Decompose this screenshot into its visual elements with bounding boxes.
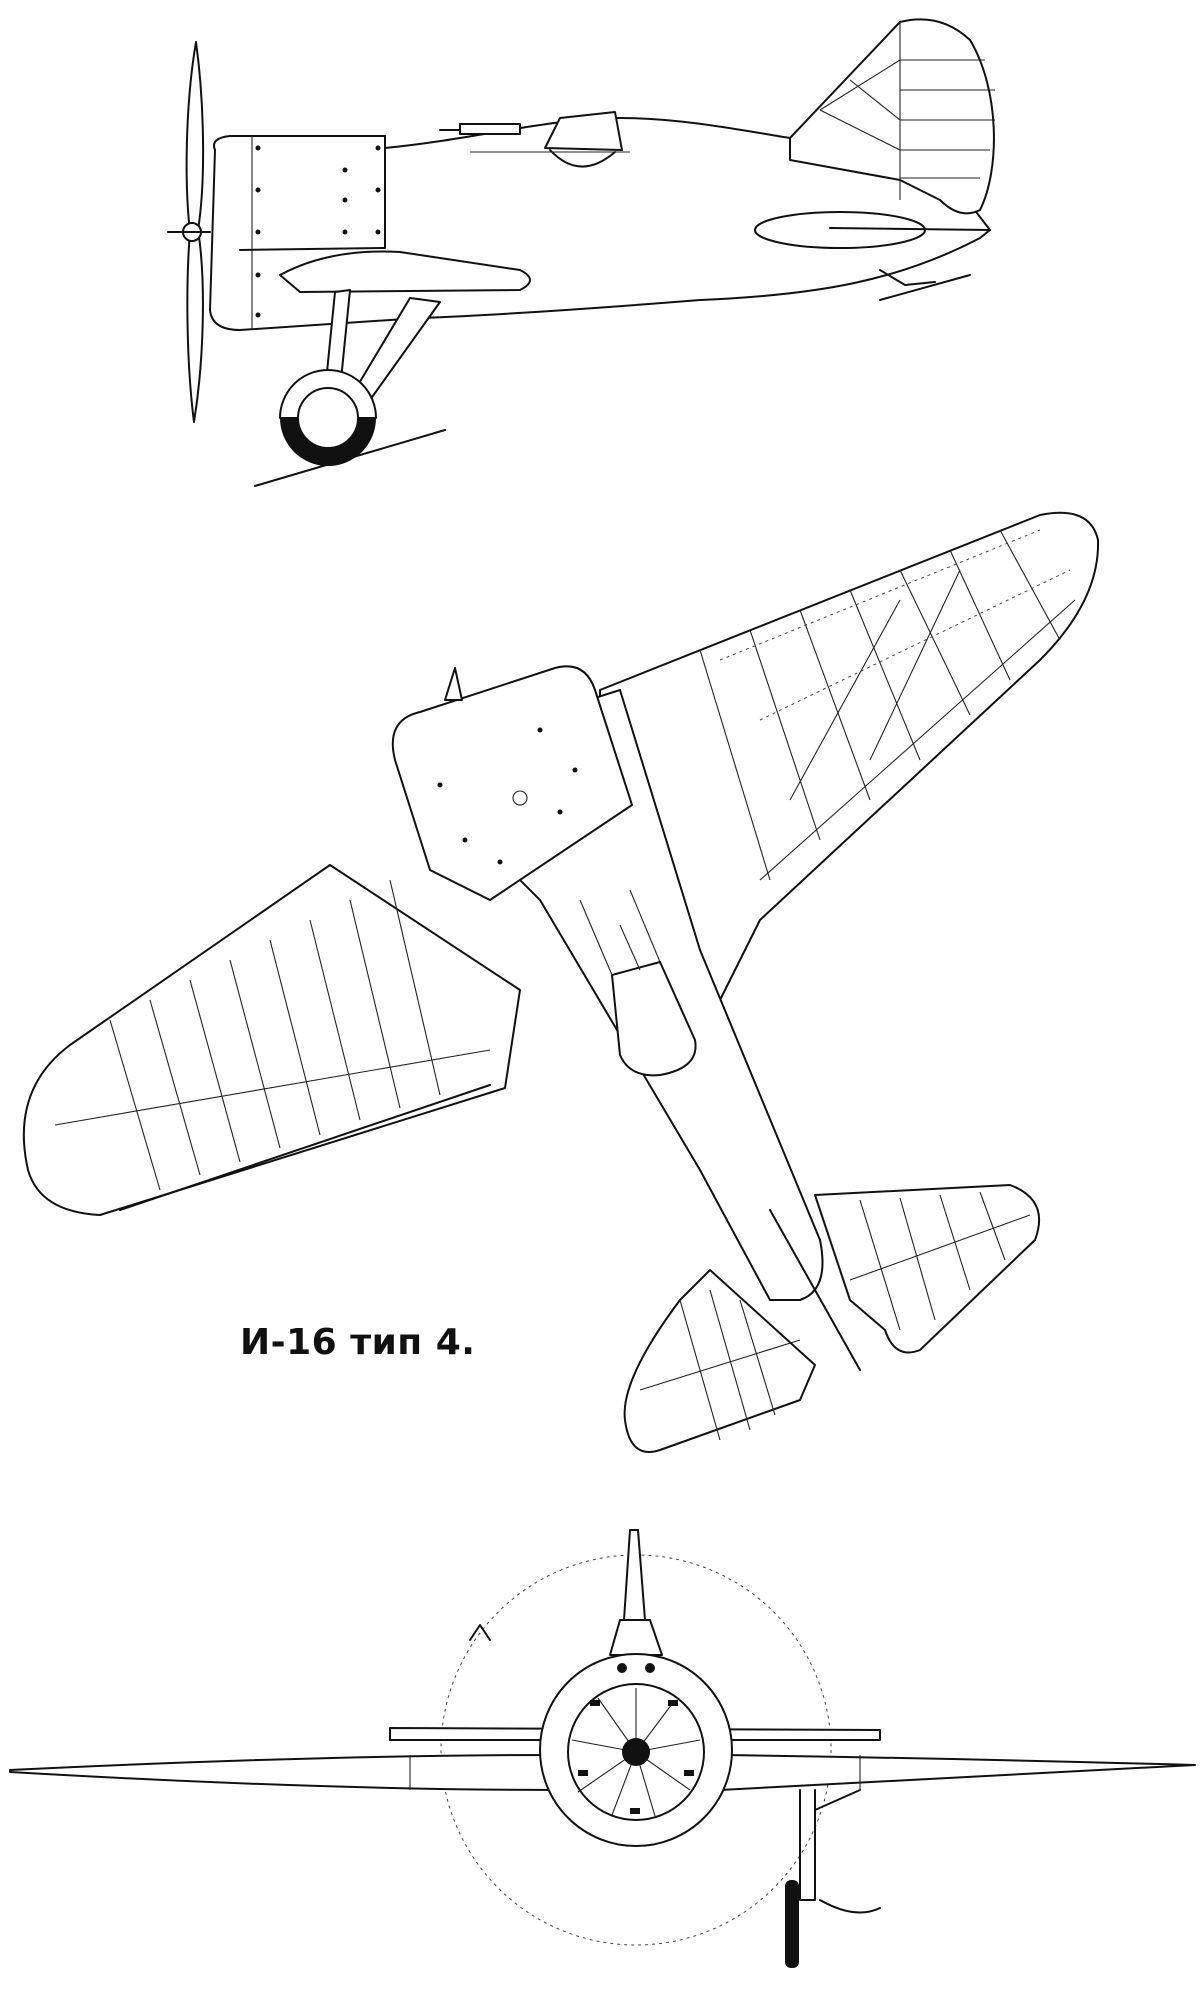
- top-view: [22, 511, 1100, 1453]
- tailplane-right-ribs: [849, 1191, 1031, 1331]
- spinner-top: [444, 667, 463, 701]
- canopy-front: [609, 1619, 663, 1656]
- prop-hub-front: [622, 1738, 650, 1766]
- side-view: [167, 18, 995, 487]
- rotation-arrow: [469, 1624, 491, 1641]
- wing-left-top: [22, 864, 521, 1216]
- wing-right-rivet-lines: [719, 529, 1071, 721]
- wheel-front: [785, 1880, 799, 1968]
- wheel-hub: [297, 387, 359, 449]
- gun-fairing: [459, 123, 521, 135]
- wing-right-ribs: [699, 529, 1076, 881]
- aircraft-caption: И-16 тип 4.: [240, 1322, 476, 1363]
- cockpit-cutout: [549, 149, 616, 168]
- gun-port-left: [617, 1663, 627, 1673]
- tailplane-left-top: [623, 1269, 816, 1453]
- engine-exhausts: [578, 1700, 694, 1814]
- cowling-rivets: [255, 145, 381, 318]
- wing-left-ribs: [54, 879, 491, 1191]
- cowling-top-rivets: [437, 727, 578, 865]
- front-view: [9, 1529, 1196, 1968]
- tail-fin-side: [789, 18, 995, 215]
- wing-root-side: [279, 250, 531, 293]
- tailplane-right-top: [814, 1184, 1040, 1354]
- gear-brace-front: [814, 1789, 861, 1811]
- cowling-top: [391, 665, 633, 901]
- stabilizer-chord: [829, 227, 991, 231]
- rudder-ribs: [819, 59, 995, 179]
- cockpit-frame: [579, 889, 661, 976]
- aileron-left-line: [119, 1084, 491, 1211]
- wing-right-top: [599, 511, 1100, 1001]
- stabilizer-side: [754, 211, 926, 249]
- windscreen: [544, 111, 623, 151]
- cockpit-top: [611, 961, 697, 1077]
- gun-port-right: [645, 1663, 655, 1673]
- tail-cone-line: [769, 1209, 861, 1371]
- wheel-cover-front: [819, 1899, 881, 1914]
- cowling-panel: [239, 135, 386, 251]
- tail-skid: [879, 269, 936, 286]
- ground-line-tail: [879, 274, 971, 301]
- cowling-port: [512, 790, 528, 806]
- tailplane-left-ribs: [639, 1289, 801, 1441]
- fin-front: [623, 1529, 646, 1621]
- gear-strut-front: [799, 1789, 816, 1901]
